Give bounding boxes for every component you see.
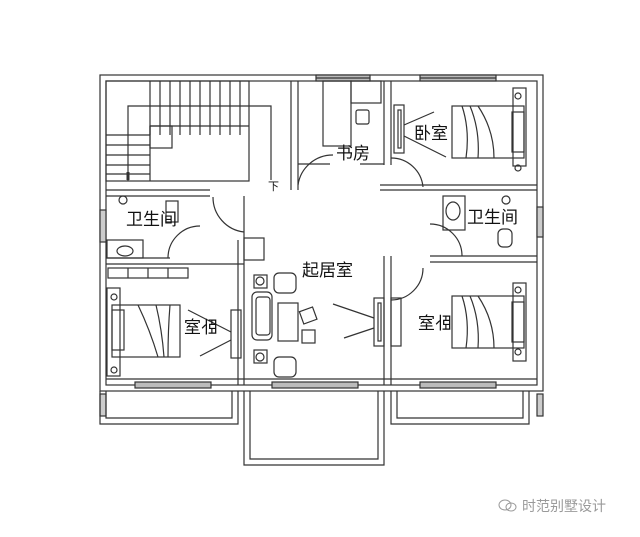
window-top-study bbox=[315, 74, 371, 82]
stair-down-marker: 下 bbox=[268, 180, 279, 193]
room-label-bathroom-left: 卫生间 bbox=[126, 210, 177, 230]
bed-top-right bbox=[451, 87, 527, 172]
room-label-living-room: 起居室 bbox=[302, 261, 353, 281]
watermark-text: 时范别墅设计 bbox=[522, 499, 606, 515]
balconies bbox=[99, 391, 530, 466]
study-desk bbox=[322, 80, 382, 147]
wardrobe-bottom-left bbox=[187, 309, 242, 359]
room-label-study: 书房 bbox=[336, 144, 370, 164]
room-label-bedroom-bottom-left: 卧室 bbox=[184, 318, 218, 338]
wardrobe-top-right bbox=[393, 104, 447, 158]
room-label-bedroom-bottom-right: 卧室 bbox=[418, 314, 452, 334]
bathroom-left-fixtures bbox=[106, 195, 189, 279]
staircase bbox=[105, 80, 272, 182]
window-top-bedroom bbox=[419, 74, 497, 82]
bathroom-right-fixtures bbox=[442, 195, 513, 248]
column bbox=[243, 237, 265, 261]
watermark: 时范别墅设计 bbox=[498, 496, 606, 516]
room-label-bathroom-right: 卫生间 bbox=[467, 208, 518, 228]
room-label-bedroom-top-right: 卧室 bbox=[414, 124, 448, 144]
doors bbox=[167, 154, 463, 301]
outer-wall bbox=[99, 74, 544, 392]
bed-bottom-left bbox=[106, 287, 181, 377]
bed-bottom-right bbox=[451, 282, 527, 362]
windows bbox=[99, 206, 544, 417]
wechat-icon bbox=[498, 499, 517, 512]
wardrobe-living bbox=[332, 297, 402, 347]
sofa-set bbox=[251, 272, 318, 378]
